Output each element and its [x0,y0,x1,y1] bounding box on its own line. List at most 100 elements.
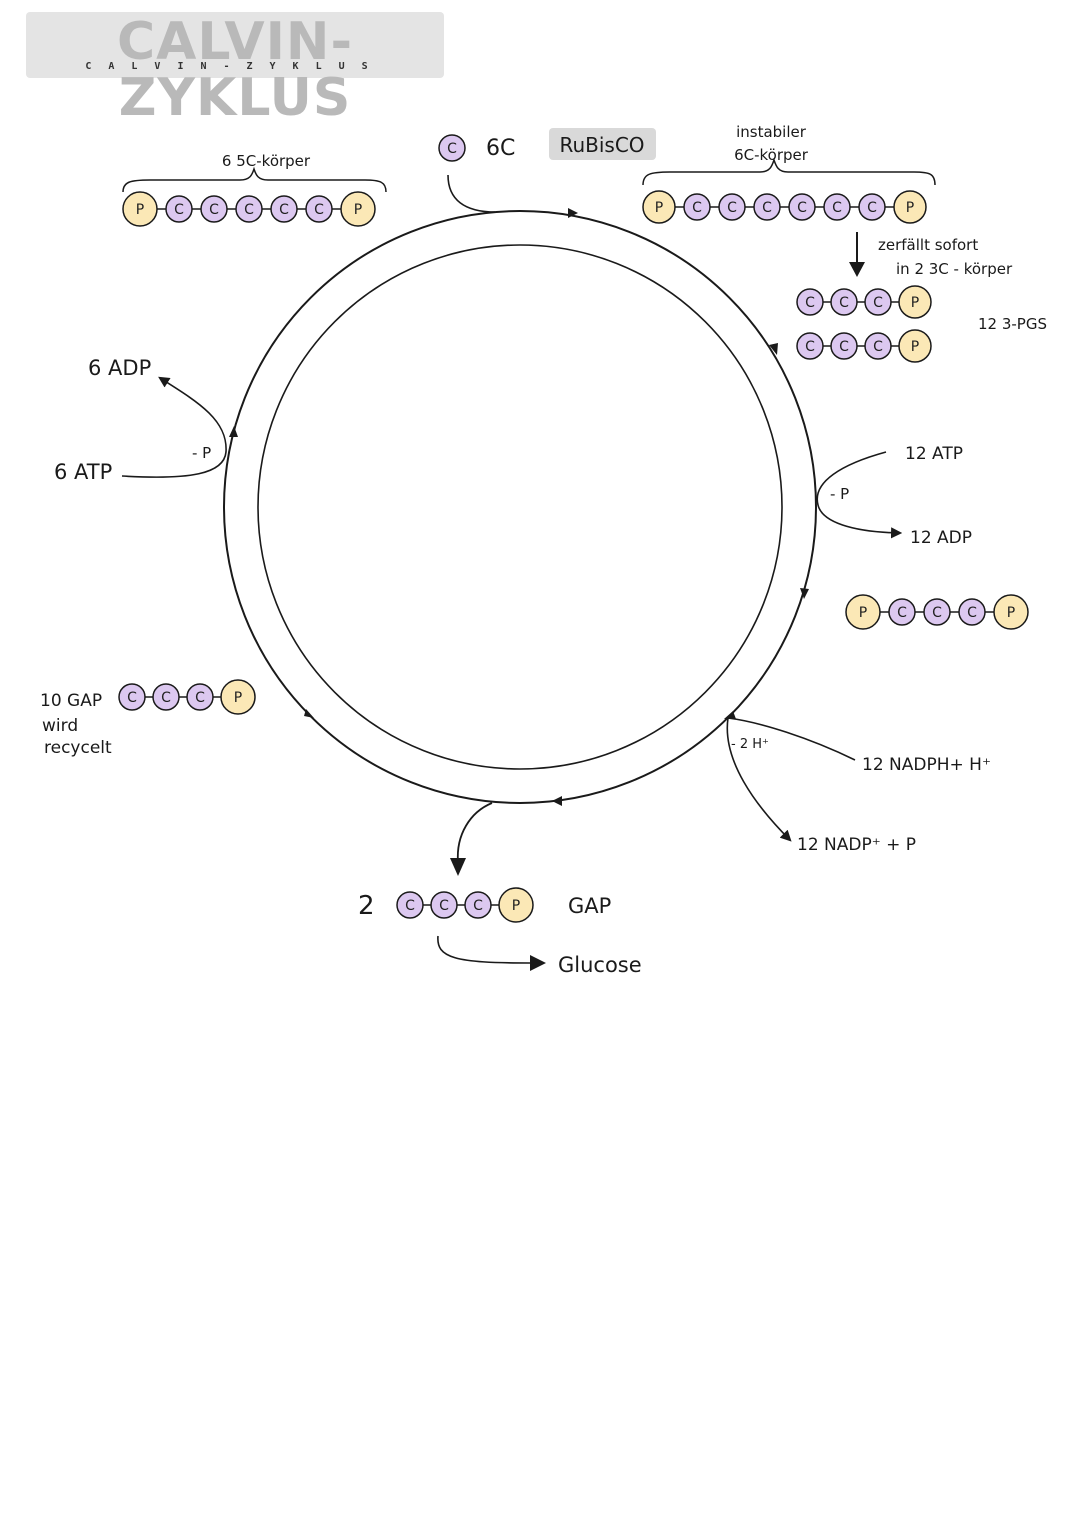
carbon-atom [958,598,986,626]
carbon-atom-label: C [832,200,842,216]
phosphate-atom [498,887,534,923]
phosphate-atom-label: P [234,690,242,706]
carbon-atom-label: C [473,898,483,914]
carbon-atom-label: C [127,690,137,706]
phosphate-atom-label: P [1007,605,1015,621]
atp-right-arrow [816,451,903,539]
nadph-arrow [726,717,856,842]
phosphate-atom-label: P [859,605,867,621]
phosphate-atom [122,191,158,227]
carbon-atom-label: C [405,898,415,914]
minus-p-left-label: - P [192,444,211,462]
phosphate-atom [642,190,676,224]
carbon-atom [830,288,858,316]
decay-label-line1: zerfällt sofort [878,236,978,254]
ring-arrow-left-upper [229,426,238,437]
carbon-atom [718,193,746,221]
phosphate-atom-label: P [911,295,919,311]
carbon-atom [753,193,781,221]
unstable-brace [642,157,936,186]
title-banner: CALVIN-ZYKLUS CALVIN-ZYKLUS [26,12,444,126]
carbon-atom [270,195,298,223]
carbon-atom [683,193,711,221]
recycled-label-line1: 10 GAP [40,691,102,711]
carbon-atom [396,891,424,919]
rubisco-enzyme: RuBisCO [549,128,656,160]
cycle-direction-arrows [229,208,809,806]
phosphate-atom [898,285,932,319]
phosphate-atom-label: P [911,339,919,355]
gap-label: GAP [568,894,611,918]
carbon-atom-label: C [839,295,849,311]
carbon-atom [305,195,333,223]
cycle-outer-ring [223,210,817,804]
ring-arrow-top [568,208,578,218]
carbon-atom [200,195,228,223]
phosphate-atom [340,191,376,227]
phosphate-atom-label: P [906,200,914,216]
carbon-atom-label: C [967,605,977,621]
carbon-atom-label: C [244,202,254,218]
phosphate-atom-label: P [655,200,663,216]
ring-arrow-left-lower [304,709,314,718]
carbon-atom-label: C [195,690,205,706]
glucose-arrow [437,935,531,964]
phosphate-atom [993,594,1029,630]
carbon-atom-label: C [727,200,737,216]
carbon-atom [788,193,816,221]
atp-in-right-label: 12 ATP [905,444,963,464]
ring-arrow-right-upper [769,343,778,355]
pgs-label: 12 3-PGS [978,315,1047,333]
phosphate-atom [845,594,881,630]
carbon-atom [858,193,886,221]
phosphate-atom-label: P [512,898,520,914]
enzyme-label: RuBisCO [559,133,644,157]
carbon-atom [165,195,193,223]
carbon-atom-label: C [797,200,807,216]
co2-entry-arrow [447,174,496,213]
atp-left-arrow [121,376,227,478]
carbon-atom-label: C [279,202,289,218]
carbon-atom-label: C [897,605,907,621]
nadp-label: 12 NADP⁺ + P [797,835,916,855]
carbon-atom-label: C [174,202,184,218]
nadph-label: 12 NADPH+ H⁺ [862,755,991,775]
carbon-atom-label: C [209,202,219,218]
gap-count-label: 2 [358,891,375,921]
decay-label-line2: in 2 3C - körper [896,260,1013,278]
ribulose-brace [122,166,387,193]
carbon-atom-label: C [839,339,849,355]
minus-p-right-label: - P [830,485,849,503]
carbon-atom [235,195,263,223]
carbon-atom [864,332,892,360]
carbon-atom-label: C [805,339,815,355]
ribulose-label: 6 5C-körper [222,152,311,170]
gap-output-arrowhead [450,858,466,876]
carbon-atom [888,598,916,626]
carbon-atom [118,683,146,711]
carbon-atom-label: C [873,295,883,311]
carbon-atom-label: C [161,690,171,706]
carbon-atom-label: C [805,295,815,311]
phosphate-atom [898,329,932,363]
recycled-label-line3: recycelt [44,738,112,758]
unstable-label-line2: 6C-körper [734,146,809,164]
phosphate-atom-label: P [354,202,362,218]
carbon-atom [464,891,492,919]
adp-out-right-label: 12 ADP [910,528,972,548]
carbon-atom [796,332,824,360]
adp-out-left-label: 6 ADP [88,356,151,380]
co2-entry: C 6C [438,134,515,213]
carbon-atom [796,288,824,316]
page-subtitle: CALVIN-ZYKLUS [85,61,385,72]
decay-arrowhead [849,262,865,277]
minus-2h-label: - 2 H⁺ [731,737,769,752]
gap-output-arrow [457,802,493,863]
co2-carbon-atom [438,134,466,162]
ring-arrow-bottom [552,796,562,806]
